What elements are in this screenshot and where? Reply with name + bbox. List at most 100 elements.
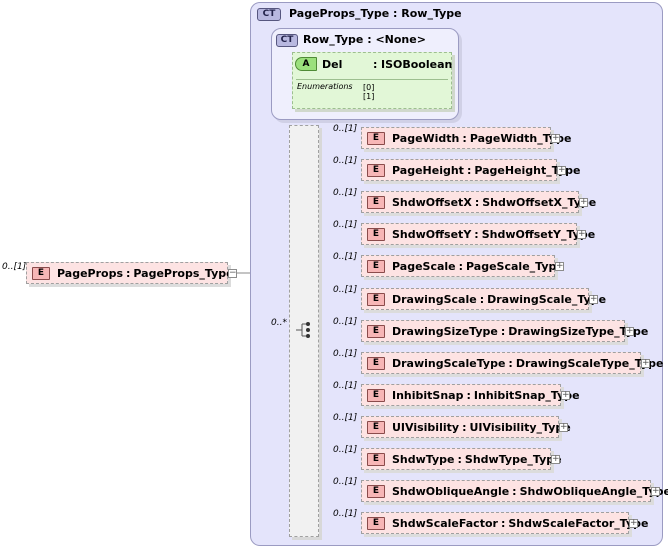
expand-icon[interactable]: + <box>557 165 566 175</box>
element-type: ShdwType_Type <box>464 452 562 466</box>
element-separator: : <box>126 266 131 280</box>
element-separator: : <box>474 227 479 241</box>
element-badge: E <box>367 484 385 498</box>
element-name: PageScale <box>392 259 456 273</box>
expand-icon[interactable]: + <box>551 454 560 464</box>
attribute-divider <box>296 79 448 80</box>
attribute-badge: A <box>295 57 317 71</box>
sequence-compositor[interactable] <box>289 125 319 537</box>
expand-icon[interactable]: + <box>641 358 650 368</box>
base-type-title: Row_Type : <None> <box>303 33 426 46</box>
element-separator: : <box>479 292 485 306</box>
complex-type-badge: CT <box>257 8 281 21</box>
expand-icon[interactable]: + <box>625 326 634 336</box>
element-type: DrawingScaleType_Type <box>515 356 664 370</box>
element-name: DrawingScaleType <box>392 356 506 370</box>
element-name: ShdwScaleFactor <box>392 516 498 530</box>
attribute-separator: : <box>373 58 378 71</box>
expand-icon[interactable]: + <box>559 422 568 432</box>
element-occurrence: 0..[1] <box>333 349 358 359</box>
expand-icon[interactable]: + <box>589 294 598 304</box>
expand-icon[interactable]: + <box>651 486 660 496</box>
element-occurrence: 0..[1] <box>333 317 358 327</box>
attribute-name: Del <box>322 58 343 71</box>
enumeration-value: [1] <box>363 92 375 101</box>
base-type-badge: CT <box>276 34 298 47</box>
element-type: PageScale_Type <box>466 259 564 273</box>
element-badge: E <box>367 259 385 273</box>
sequence-icon <box>296 322 310 338</box>
element-name: DrawingSizeType <box>392 324 498 338</box>
enumeration-values: [0] [1] <box>363 83 374 101</box>
element-pagewidth[interactable]: E PageWidth:PageWidth_Type <box>361 127 571 149</box>
element-occurrence: 0..[1] <box>333 413 358 423</box>
expand-icon[interactable]: + <box>629 518 638 528</box>
root-element-pageprops[interactable]: E PageProps : PageProps_Type <box>26 262 234 284</box>
element-badge: E <box>367 131 385 145</box>
element-occurrence: 0..[1] <box>333 220 358 230</box>
element-name: DrawingScale <box>392 292 477 306</box>
element-occurrence: 0..[1] <box>333 124 358 134</box>
element-shdwoffsetx[interactable]: E ShdwOffsetX:ShdwOffsetX_Type <box>361 191 596 213</box>
element-name: ShdwObliqueAngle <box>392 484 510 498</box>
collapse-icon[interactable]: − <box>228 268 237 278</box>
element-shdwoffsety[interactable]: E ShdwOffsetY:ShdwOffsetY_Type <box>361 223 595 245</box>
element-pageheight[interactable]: E PageHeight:PageHeight_Type <box>361 159 580 181</box>
element-type: InhibitSnap_Type <box>473 388 580 402</box>
element-separator: : <box>474 195 480 209</box>
element-badge: E <box>367 356 385 370</box>
element-occurrence: 0..[1] <box>333 381 358 391</box>
expand-icon[interactable]: + <box>551 133 560 143</box>
element-badge: E <box>367 420 385 434</box>
element-type: PageHeight_Type <box>474 163 581 177</box>
sequence-occurrence: 0..* <box>271 318 287 328</box>
element-occurrence: 0..[1] <box>333 285 358 295</box>
element-occurrence: 0..[1] <box>333 252 358 262</box>
element-name: ShdwOffsetX <box>392 195 472 209</box>
element-badge: E <box>367 292 385 306</box>
element-badge: E <box>367 163 385 177</box>
element-badge: E <box>367 452 385 466</box>
element-type: ShdwOffsetY_Type <box>481 227 596 241</box>
expand-icon[interactable]: + <box>579 197 588 207</box>
expand-icon[interactable]: + <box>561 390 570 400</box>
complex-type-title: PageProps_Type : Row_Type <box>289 7 462 20</box>
element-occurrence: 0..[1] <box>333 509 358 519</box>
enumerations-label: Enumerations <box>297 82 353 91</box>
element-type: UIVisibility_Type <box>469 420 571 434</box>
expand-icon[interactable]: + <box>577 229 586 239</box>
element-type: ShdwObliqueAngle_Type <box>519 484 668 498</box>
enumeration-value: [0] <box>363 83 375 92</box>
element-occurrence: 0..[1] <box>333 188 358 198</box>
element-separator: : <box>462 131 467 145</box>
element-uivisibility[interactable]: E UIVisibility:UIVisibility_Type <box>361 416 571 438</box>
element-occurrence: 0..[1] <box>333 445 358 455</box>
element-name: PageWidth <box>392 131 460 145</box>
attribute-del[interactable] <box>292 52 452 109</box>
element-separator: : <box>466 163 472 177</box>
element-separator: : <box>500 516 506 530</box>
element-name: ShdwOffsetY <box>392 227 472 241</box>
element-type: PageWidth_Type <box>469 131 572 145</box>
element-separator: : <box>512 484 517 498</box>
element-badge: E <box>367 227 385 241</box>
element-type: PageProps_Type <box>133 266 234 280</box>
element-type: ShdwOffsetX_Type <box>482 195 597 209</box>
element-name: PageHeight <box>392 163 464 177</box>
element-type: DrawingSizeType_Type <box>508 324 649 338</box>
element-type: ShdwScaleFactor_Type <box>508 516 649 530</box>
root-occurrence: 0..[1] <box>2 262 27 272</box>
element-name: UIVisibility <box>392 420 460 434</box>
element-shdwobliqueangle[interactable]: E ShdwObliqueAngle:ShdwObliqueAngle_Type <box>361 480 668 502</box>
element-badge: E <box>367 195 385 209</box>
element-separator: : <box>500 324 506 338</box>
element-separator: : <box>462 420 467 434</box>
expand-icon[interactable]: + <box>555 261 564 271</box>
